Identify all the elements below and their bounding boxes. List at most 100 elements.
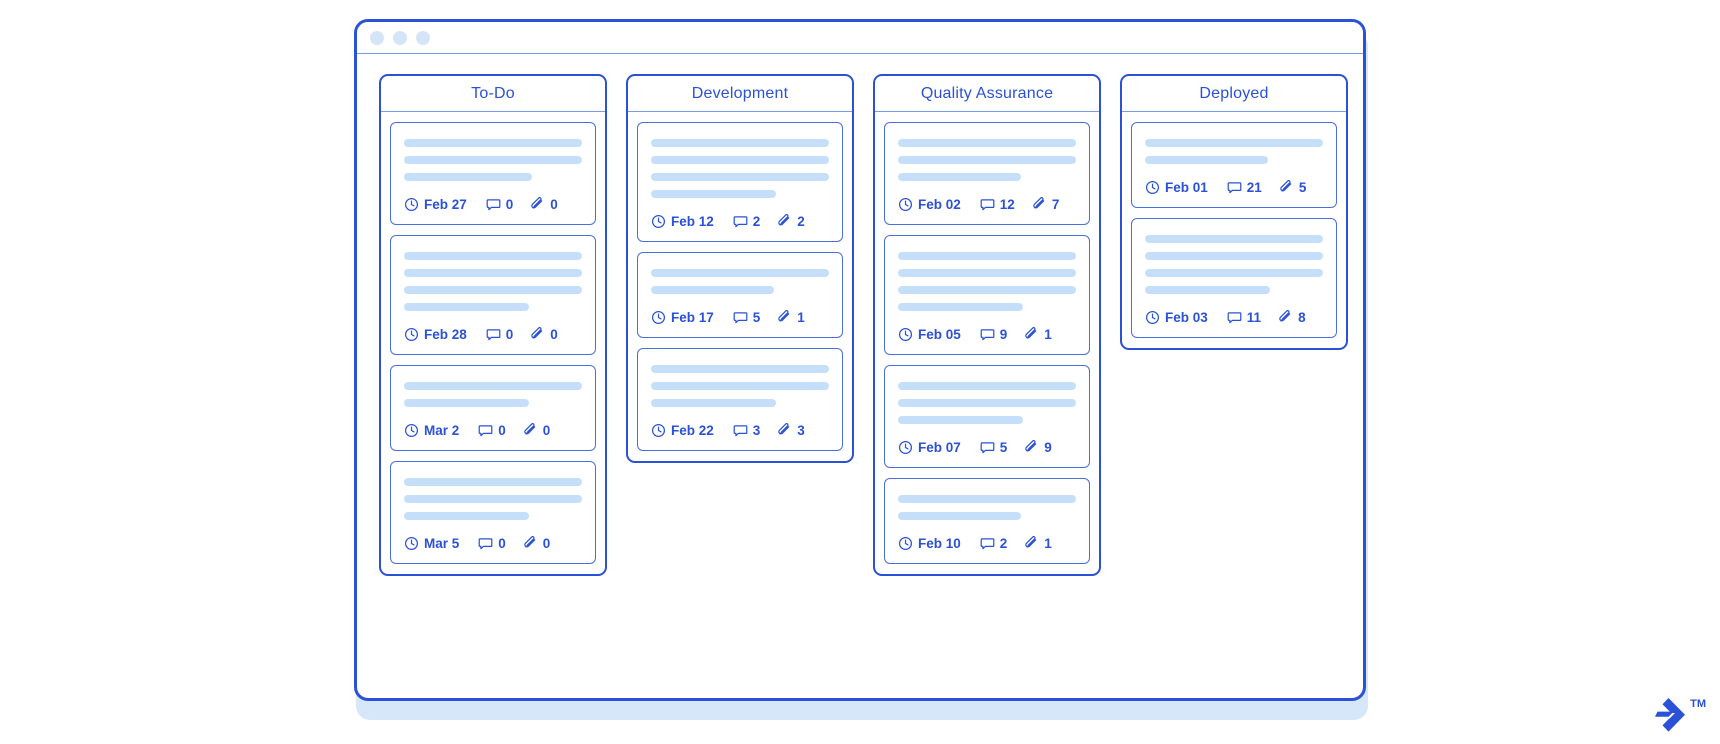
card-comment-count[interactable]: 5 [733, 310, 760, 325]
task-card[interactable]: Feb 12 2 2 [637, 122, 843, 242]
card-comment-count[interactable]: 2 [733, 214, 760, 229]
window-dot-maximize-icon[interactable] [416, 30, 430, 45]
placeholder-line [404, 382, 582, 390]
card-placeholder-text [1145, 235, 1323, 294]
card-attachment-count[interactable]: 1 [777, 310, 805, 325]
card-comment-count[interactable]: 21 [1227, 180, 1262, 195]
card-due-date[interactable]: Feb 17 [651, 310, 714, 325]
card-attachment-count[interactable]: 1 [1024, 536, 1052, 551]
card-attachment-count[interactable]: 0 [523, 536, 550, 551]
card-attachment-count[interactable]: 2 [777, 214, 805, 229]
column-header: Development [628, 76, 852, 112]
card-attachment-count[interactable]: 0 [530, 327, 558, 342]
card-comment-count[interactable]: 9 [980, 327, 1007, 342]
placeholder-line [898, 512, 1021, 520]
card-footer: Feb 27 0 0 [404, 197, 582, 212]
card-footer: Feb 12 2 2 [651, 214, 829, 229]
card-attachment-count[interactable]: 9 [1024, 440, 1052, 455]
card-due-date[interactable]: Feb 02 [898, 197, 961, 212]
task-card[interactable]: Feb 03 11 8 [1131, 218, 1337, 338]
card-due-date[interactable]: Feb 27 [404, 197, 467, 212]
card-comment-count[interactable]: 0 [486, 197, 513, 212]
card-due-date[interactable]: Feb 22 [651, 423, 714, 438]
card-attachment-count[interactable]: 7 [1032, 197, 1060, 212]
card-due-date-label: Feb 10 [918, 536, 961, 551]
comment-icon [1227, 312, 1242, 324]
card-due-date[interactable]: Feb 10 [898, 536, 961, 551]
placeholder-line [898, 286, 1076, 294]
card-due-date-label: Feb 28 [424, 327, 467, 342]
task-card[interactable]: Feb 28 0 0 [390, 235, 596, 355]
placeholder-line [898, 156, 1076, 164]
card-footer: Feb 10 2 1 [898, 536, 1076, 551]
card-due-date[interactable]: Feb 05 [898, 327, 961, 342]
card-due-date[interactable]: Feb 03 [1145, 310, 1208, 325]
card-due-date[interactable]: Feb 01 [1145, 180, 1208, 195]
card-comment-count-label: 0 [498, 536, 506, 551]
card-due-date-label: Feb 22 [671, 423, 714, 438]
column-title: Deployed [1199, 84, 1269, 102]
comment-icon [1227, 182, 1242, 194]
task-card[interactable]: Feb 27 0 0 [390, 122, 596, 225]
task-card[interactable]: Feb 17 5 1 [637, 252, 843, 338]
card-attachment-count[interactable]: 0 [530, 197, 558, 212]
placeholder-line [898, 269, 1076, 277]
task-card[interactable]: Feb 22 3 3 [637, 348, 843, 451]
placeholder-line [1145, 156, 1268, 164]
card-attachment-count-label: 7 [1051, 197, 1060, 212]
placeholder-line [651, 269, 829, 277]
paperclip-icon [1025, 440, 1037, 452]
card-attachment-count[interactable]: 5 [1279, 180, 1306, 195]
card-comment-count[interactable]: 0 [486, 327, 513, 342]
window-dot-close-icon[interactable] [370, 30, 384, 45]
card-footer: Feb 05 9 1 [898, 327, 1076, 342]
placeholder-line [898, 173, 1021, 181]
placeholder-line [651, 365, 829, 373]
card-attachment-count[interactable]: 1 [1024, 327, 1052, 342]
task-card[interactable]: Feb 05 9 1 [884, 235, 1090, 355]
task-card[interactable]: Feb 02 12 7 [884, 122, 1090, 225]
card-attachment-count[interactable]: 3 [777, 423, 805, 438]
card-comment-count-label: 12 [999, 197, 1015, 212]
placeholder-line [404, 303, 529, 311]
task-card[interactable]: Feb 10 2 1 [884, 478, 1090, 564]
card-footer: Feb 28 0 0 [404, 327, 582, 342]
placeholder-line [404, 252, 582, 260]
clock-icon [651, 214, 666, 229]
window-dot-minimize-icon[interactable] [393, 30, 407, 45]
card-due-date[interactable]: Mar 5 [404, 536, 459, 551]
card-due-date[interactable]: Feb 07 [898, 440, 961, 455]
clock-icon [651, 423, 666, 438]
comment-icon [478, 538, 493, 550]
card-attachment-count[interactable]: 0 [523, 423, 550, 438]
card-comment-count[interactable]: 0 [478, 423, 506, 438]
card-comment-count[interactable]: 11 [1227, 310, 1261, 325]
placeholder-line [1145, 269, 1323, 277]
card-comment-count[interactable]: 0 [478, 536, 506, 551]
card-due-date-label: Feb 12 [671, 214, 714, 229]
comment-icon [478, 425, 493, 437]
card-attachment-count[interactable]: 8 [1278, 310, 1306, 325]
card-comment-count[interactable]: 12 [980, 197, 1015, 212]
placeholder-line [651, 399, 776, 407]
task-card[interactable]: Mar 5 0 0 [390, 461, 596, 564]
card-due-date-label: Feb 05 [918, 327, 961, 342]
card-due-date[interactable]: Feb 28 [404, 327, 467, 342]
paperclip-icon [1025, 327, 1037, 339]
task-card[interactable]: Mar 2 0 0 [390, 365, 596, 451]
card-due-date-label: Feb 01 [1165, 180, 1208, 195]
task-card[interactable]: Feb 01 21 5 [1131, 122, 1337, 208]
card-footer: Feb 17 5 1 [651, 310, 829, 325]
card-attachment-count-label: 8 [1298, 310, 1306, 325]
card-due-date[interactable]: Feb 12 [651, 214, 714, 229]
card-attachment-count-label: 9 [1044, 440, 1052, 455]
task-card[interactable]: Feb 07 5 9 [884, 365, 1090, 468]
comment-icon [733, 425, 748, 437]
card-comment-count[interactable]: 2 [980, 536, 1007, 551]
card-comment-count[interactable]: 5 [980, 440, 1007, 455]
card-due-date[interactable]: Mar 2 [404, 423, 459, 438]
card-comment-count[interactable]: 3 [733, 423, 760, 438]
